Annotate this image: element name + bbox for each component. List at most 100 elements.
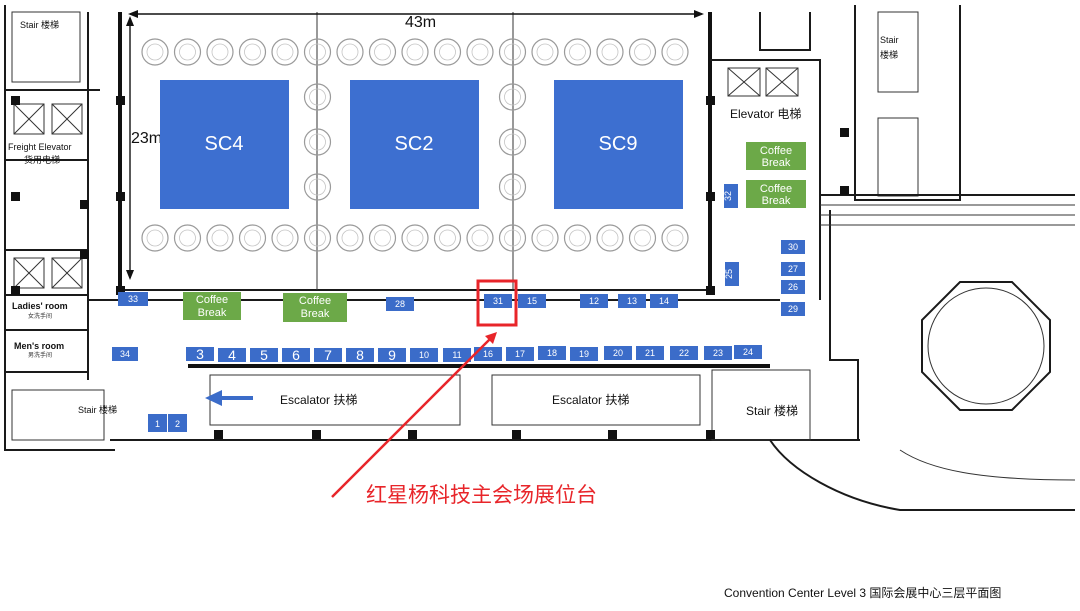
round-table-top	[309, 43, 326, 61]
pillar	[11, 96, 20, 105]
booth-15[interactable]: 15	[518, 294, 546, 308]
hall-sc2[interactable]: SC2	[350, 80, 479, 209]
hall-sc4[interactable]: SC4	[160, 80, 289, 209]
round-table	[141, 224, 169, 252]
booth-9[interactable]: 9	[378, 347, 406, 363]
hall-sc2-block[interactable]	[350, 80, 479, 209]
coffee-break-area[interactable]: Coffee Break	[283, 293, 347, 322]
booth-16[interactable]: 16	[474, 347, 502, 361]
round-table	[336, 38, 364, 66]
booth-29[interactable]: 29	[781, 302, 805, 316]
round-table	[498, 38, 527, 66]
booth-1-label: 1	[155, 419, 160, 429]
booth-19[interactable]: 19	[570, 347, 598, 361]
booth-21[interactable]: 21	[636, 346, 664, 360]
booth-32[interactable]: 32	[723, 184, 738, 208]
round-table	[206, 224, 234, 252]
booth-23[interactable]: 23	[704, 346, 732, 360]
booth-34-label: 34	[120, 349, 130, 359]
booth-2-label: 2	[175, 419, 180, 429]
hall-sc9[interactable]: SC9	[554, 80, 683, 209]
coffee-break-area[interactable]: Coffee Break	[746, 180, 806, 208]
round-table	[303, 38, 332, 66]
booth-17[interactable]: 17	[506, 347, 534, 361]
round-table	[498, 173, 527, 201]
booth-1[interactable]: 1	[148, 414, 167, 432]
booth-10[interactable]: 10	[410, 348, 438, 362]
round-table	[433, 224, 462, 252]
booth-6[interactable]: 6	[282, 347, 310, 363]
coffee-break-label: Break	[301, 308, 330, 320]
booth-9-label: 9	[388, 347, 396, 363]
round-table	[498, 224, 527, 252]
round-table-top	[601, 43, 619, 61]
booth-2[interactable]: 2	[168, 414, 187, 432]
booth-8[interactable]: 8	[346, 347, 374, 363]
booth-13[interactable]: 13	[618, 294, 646, 308]
booth-7[interactable]: 7	[314, 347, 342, 363]
booth-11[interactable]: 11	[443, 348, 471, 362]
booth-24-label: 24	[743, 347, 753, 357]
round-table	[628, 224, 657, 252]
booth-24[interactable]: 24	[734, 345, 762, 359]
booth-27-label: 27	[788, 264, 798, 274]
coffee-break-area[interactable]: Coffee Break	[746, 142, 806, 170]
round-table	[531, 224, 559, 252]
round-table	[173, 38, 202, 66]
booth-3-label: 3	[196, 346, 204, 362]
round-table	[368, 38, 397, 66]
round-table-top	[374, 229, 391, 247]
coffee-break-area[interactable]: Coffee Break	[183, 292, 241, 320]
callout-label: 红星杨科技主会场展位台	[366, 484, 597, 507]
booth-33[interactable]: 33	[118, 292, 148, 306]
stair-label: Stair	[880, 35, 899, 45]
escalator-label: Escalator 扶梯	[280, 392, 357, 407]
pillar	[706, 430, 715, 439]
booth-27[interactable]: 27	[781, 262, 805, 276]
pillar	[840, 128, 849, 137]
booth-16-label: 16	[483, 349, 493, 359]
round-table-top	[244, 229, 261, 247]
round-table	[498, 83, 527, 111]
booth-18[interactable]: 18	[538, 346, 566, 360]
dimension-annotations: 43m 23m	[126, 10, 704, 280]
booth-22[interactable]: 22	[670, 346, 698, 360]
stair-label: Stair 楼梯	[746, 403, 798, 418]
round-table-top	[244, 43, 261, 61]
booth-6-label: 6	[292, 347, 300, 363]
booth-12[interactable]: 12	[580, 294, 608, 308]
booth-34[interactable]: 34	[112, 347, 138, 361]
booth-3[interactable]: 3	[186, 346, 214, 362]
booth-26[interactable]: 26	[781, 280, 805, 294]
booth-28[interactable]: 28	[386, 297, 414, 311]
round-table	[563, 224, 592, 252]
booth-30-label: 30	[788, 242, 798, 252]
booth-18-label: 18	[547, 348, 557, 358]
round-table-top	[146, 43, 164, 61]
booth-14[interactable]: 14	[650, 294, 678, 308]
round-table-top	[504, 43, 521, 61]
round-table	[531, 38, 559, 66]
pillar	[116, 96, 125, 105]
mens-room-label: Men's room	[14, 341, 64, 351]
round-table-top	[504, 178, 521, 196]
ladies-room-label: Ladies' room	[12, 301, 68, 311]
round-table-top	[536, 229, 554, 247]
hall-sc9-block[interactable]	[554, 80, 683, 209]
round-table	[466, 38, 494, 66]
booth-25[interactable]: 25	[724, 262, 739, 286]
booth-4-label: 4	[228, 347, 236, 363]
pillar	[840, 186, 849, 195]
booth-5[interactable]: 5	[250, 347, 278, 363]
booth-20[interactable]: 20	[604, 346, 632, 360]
round-table	[563, 38, 592, 66]
hall-sc4-block[interactable]	[160, 80, 289, 209]
map-footer-title: Convention Center Level 3 国际会展中心三层平面图	[724, 585, 1001, 600]
round-table	[303, 173, 332, 201]
booth-22-label: 22	[679, 348, 689, 358]
booth-31[interactable]: 31	[484, 294, 512, 308]
booth-4[interactable]: 4	[218, 347, 246, 363]
pillar	[116, 286, 125, 295]
booth-30[interactable]: 30	[781, 240, 805, 254]
booth-5-label: 5	[260, 347, 268, 363]
